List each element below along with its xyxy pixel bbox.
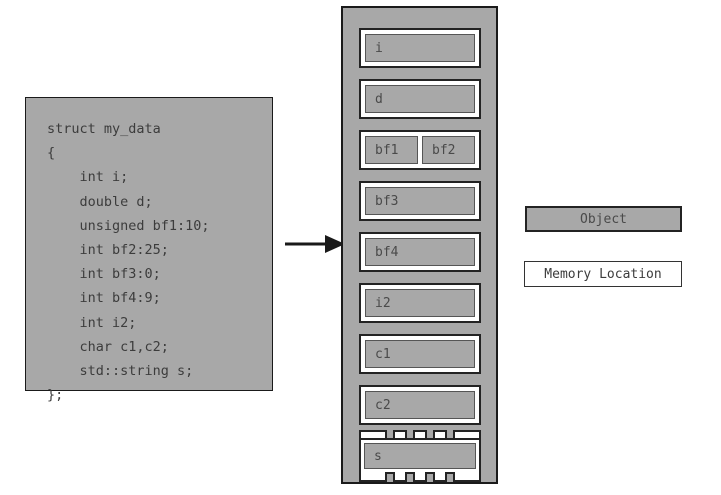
maps-to-arrow [285,232,345,256]
memory-location-tab [359,472,387,482]
memory-row-c1: c1 [359,334,481,374]
memory-location: c1 [359,334,481,374]
object-box: bf4 [365,238,475,266]
memory-row-c2: c2 [359,385,481,425]
memory-location: i2 [359,283,481,323]
memory-location: i [359,28,481,68]
object-box: s [364,443,476,469]
memory-location-tab [393,430,407,440]
memory-row-s: s [359,430,481,482]
object-box: i2 [365,289,475,317]
object-box: bf1 [365,136,418,164]
memory-location-tabs-bottom [359,472,481,482]
memory-row-bf3: bf3 [359,181,481,221]
memory-location-tab [433,430,447,440]
object-box: i [365,34,475,62]
struct-source-code: struct my_data { int i; double d; unsign… [47,121,210,404]
memory-location: d [359,79,481,119]
memory-location-tab [413,472,427,482]
memory-row-bf4: bf4 [359,232,481,272]
memory-location: bf3 [359,181,481,221]
memory-location: c2 [359,385,481,425]
object-box: bf3 [365,187,475,215]
memory-row-bf1-bf2: bf1 bf2 [359,130,481,170]
memory-location-tab [393,472,407,482]
memory-layout-column: i d bf1 bf2 bf3 bf4 i2 c1 c2 [341,6,498,484]
object-box: d [365,85,475,113]
object-box: c1 [365,340,475,368]
memory-row-i: i [359,28,481,68]
memory-location: s [359,438,481,474]
memory-location-tab [433,472,447,482]
memory-row-d: d [359,79,481,119]
memory-location-tabs-top [359,430,481,440]
object-box: bf2 [422,136,475,164]
memory-location: bf1 bf2 [359,130,481,170]
memory-location: bf4 [359,232,481,272]
memory-location-tab [413,430,427,440]
memory-row-i2: i2 [359,283,481,323]
legend-memory-location-swatch: Memory Location [524,261,682,287]
memory-location-tab [359,430,387,440]
struct-definition-panel: struct my_data { int i; double d; unsign… [25,97,273,403]
legend-object-swatch: Object [525,206,682,232]
memory-location-tab [453,430,481,440]
object-box: c2 [365,391,475,419]
memory-location-tab [453,472,481,482]
